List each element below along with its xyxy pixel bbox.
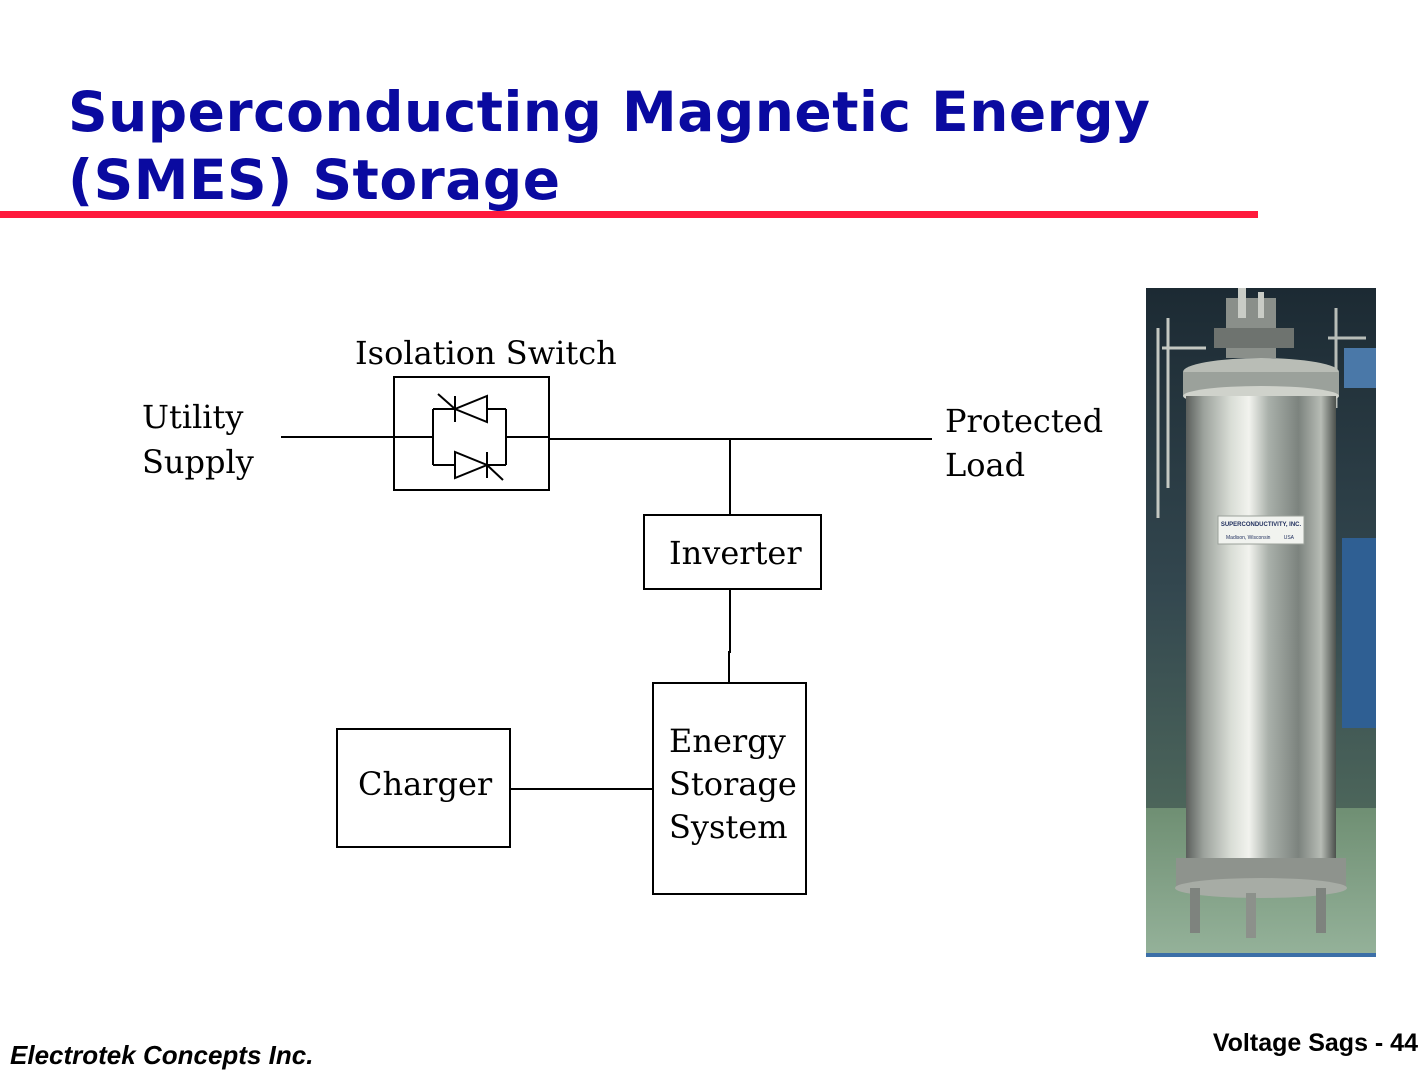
protected-load-label-line-1: Protected (945, 402, 1103, 440)
energy-storage-label-line-3: System (669, 808, 788, 846)
inverter-to-storage-line (728, 589, 731, 683)
nameplate-line-1: SUPERCONDUCTIVITY, INC. (1221, 522, 1302, 528)
protected-load-label-line-2: Load (945, 446, 1025, 484)
utility-supply-label-line-1: Utility (142, 398, 243, 436)
energy-storage-label-line-1: Energy (669, 722, 786, 760)
slide-title: Superconducting Magnetic Energy (SMES) S… (68, 78, 1248, 214)
smes-unit-photo: SUPERCONDUCTIVITY, INC. Madison, Wiscons… (1146, 288, 1376, 957)
energy-storage-label-line-2: Storage (669, 765, 797, 803)
footer-company: Electrotek Concepts Inc. (10, 1040, 314, 1070)
inverter-box (643, 514, 822, 590)
title-underline (0, 211, 1258, 218)
footer-page-number: Voltage Sags - 44 (1212, 1029, 1418, 1057)
isolation-switch-box (393, 376, 550, 491)
utility-supply-label-line-2: Supply (142, 443, 254, 481)
thyristor-pair-icon (394, 393, 549, 481)
nameplate-line-2: Madison, Wisconsin (1226, 535, 1271, 541)
isolation-switch-label: Isolation Switch (355, 334, 617, 372)
charger-label: Charger (358, 765, 493, 803)
slide-title-line-1: Superconducting Magnetic Energy (68, 80, 1151, 144)
slide-title-line-2: (SMES) Storage (68, 148, 561, 212)
inverter-label: Inverter (669, 534, 802, 572)
nameplate-line-3: USA (1284, 535, 1295, 541)
nameplate (1217, 515, 1305, 545)
